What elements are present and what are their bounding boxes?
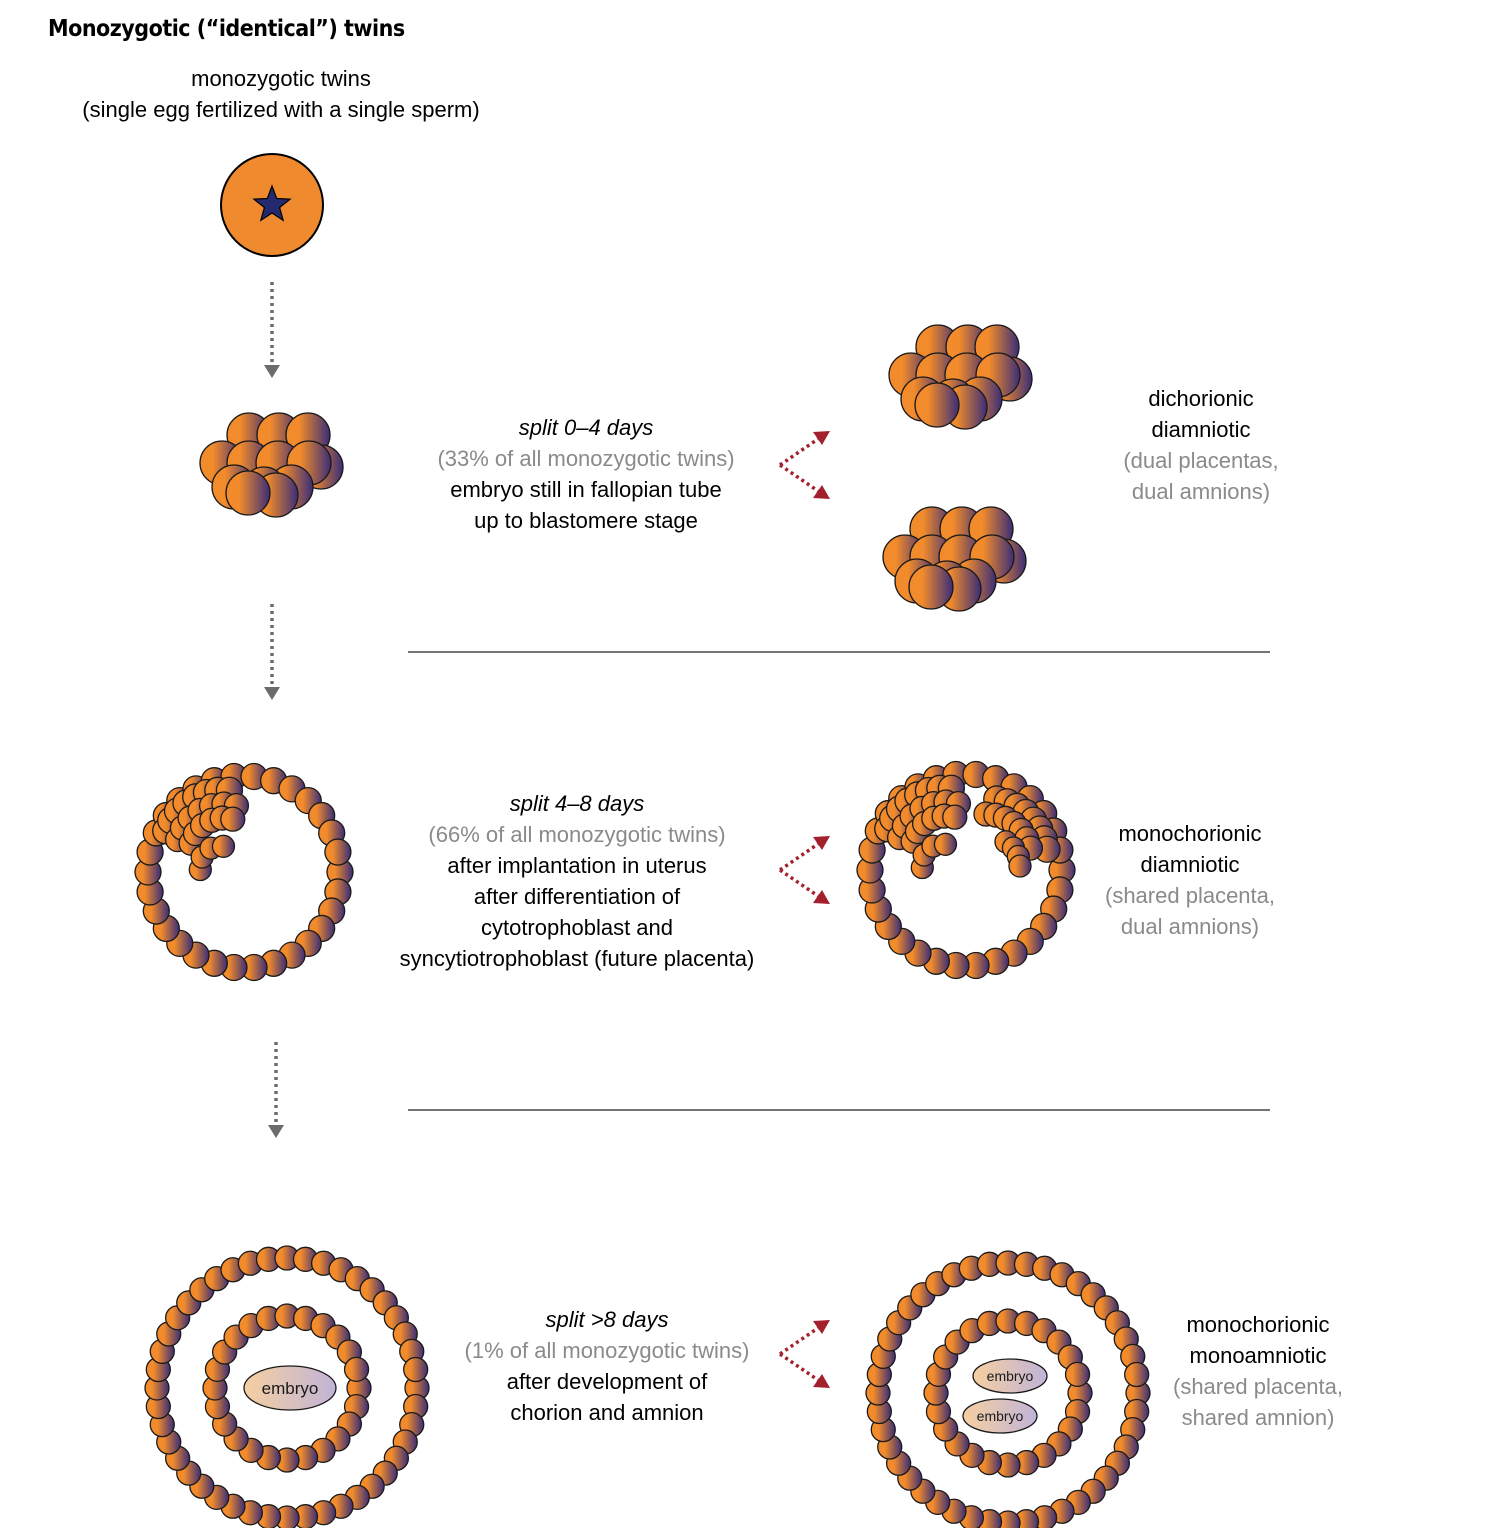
morula-stage-1 bbox=[199, 412, 344, 518]
morula-cell bbox=[908, 564, 954, 610]
embryo-label: embryo bbox=[262, 1379, 319, 1398]
split-label: split 4–8 days bbox=[509, 791, 645, 816]
embryo-twin-1: embryo bbox=[972, 1358, 1048, 1394]
outcome-amnion: monoamniotic bbox=[1189, 1343, 1327, 1368]
stage-middle-text: split 4–8 days (66% of all monozygotic t… bbox=[400, 788, 755, 974]
share-label: (66% of all monozygotic twins) bbox=[428, 822, 726, 847]
outcome-note: (shared placenta, bbox=[1173, 1374, 1343, 1399]
flow-arrow-2-head bbox=[264, 687, 280, 700]
flow-arrow-3-head bbox=[268, 1125, 284, 1138]
outcome-middle: monochorionic diamniotic (shared placent… bbox=[1105, 818, 1275, 942]
embryo-twin-2: embryo bbox=[962, 1398, 1038, 1434]
intro-text: monozygotic twins (single egg fertilized… bbox=[82, 63, 479, 125]
description-line: syncytiotrophoblast (future placenta) bbox=[399, 946, 755, 971]
outcome-note: dual amnions) bbox=[1131, 479, 1271, 504]
page-title: Monozygotic (“identical”) twins bbox=[48, 16, 405, 42]
intro-line-1: monozygotic twins bbox=[191, 66, 371, 91]
description-line: up to blastomere stage bbox=[474, 508, 698, 533]
blastocyst-twin bbox=[856, 760, 1076, 980]
outcome-note: (dual placentas, bbox=[1123, 448, 1279, 473]
amnion-cell bbox=[343, 1356, 370, 1383]
outcome-note: dual amnions) bbox=[1120, 914, 1260, 939]
morula-cell bbox=[914, 382, 960, 428]
description-line: after differentiation of bbox=[473, 884, 681, 909]
split-label: split 0–4 days bbox=[518, 415, 654, 440]
inner-mass-cell bbox=[211, 834, 236, 858]
outcome-chorion: monochorionic bbox=[1186, 1312, 1330, 1337]
share-label: (33% of all monozygotic twins) bbox=[437, 446, 735, 471]
stage-early-text: split 0–4 days (33% of all monozygotic t… bbox=[437, 412, 734, 536]
split-arrow-1 bbox=[779, 431, 830, 499]
flow-arrow-1-head bbox=[264, 365, 280, 378]
inner-mass-cell bbox=[942, 804, 968, 830]
outcome-chorion: dichorionic bbox=[1148, 386, 1254, 411]
description-line: after development of bbox=[506, 1369, 708, 1394]
split-arrow-2 bbox=[779, 836, 830, 904]
outcome-amnion: diamniotic bbox=[1140, 852, 1240, 877]
description-line: embryo still in fallopian tube bbox=[450, 477, 722, 502]
chorion-cell bbox=[403, 1356, 429, 1383]
star-icon bbox=[252, 184, 292, 222]
embryo-label: embryo bbox=[987, 1368, 1034, 1384]
morula-twin-2 bbox=[882, 506, 1027, 612]
inner-mass-cell bbox=[933, 832, 958, 856]
intro-line-2: (single egg fertilized with a single spe… bbox=[82, 97, 480, 122]
zygote-cell bbox=[220, 153, 324, 257]
description-line: cytotrophoblast and bbox=[480, 915, 674, 940]
chorion-stage-3 bbox=[144, 1245, 430, 1528]
outcome-chorion: monochorionic bbox=[1118, 821, 1262, 846]
amnion-cell bbox=[1064, 1361, 1091, 1388]
blastocyst-stage-2 bbox=[134, 762, 354, 982]
trophoblast-cell bbox=[324, 838, 352, 866]
morula-twin-1 bbox=[888, 324, 1033, 430]
outcome-early: dichorionic diamniotic (dual placentas, … bbox=[1123, 383, 1278, 507]
description-line: chorion and amnion bbox=[510, 1400, 704, 1425]
share-label: (1% of all monozygotic twins) bbox=[464, 1338, 750, 1363]
stage-late-text: split >8 days (1% of all monozygotic twi… bbox=[465, 1304, 750, 1428]
outcome-amnion: diamniotic bbox=[1151, 417, 1251, 442]
outcome-note: shared amnion) bbox=[1181, 1405, 1335, 1430]
embryo-single: embryo bbox=[243, 1365, 337, 1411]
inner-mass-cell bbox=[1008, 854, 1032, 878]
chorion-cell bbox=[1124, 1361, 1150, 1388]
split-arrow-3 bbox=[779, 1320, 830, 1388]
embryo-label: embryo bbox=[977, 1408, 1024, 1424]
outcome-note: (shared placenta, bbox=[1105, 883, 1275, 908]
morula-cell bbox=[225, 470, 271, 516]
outcome-late: monochorionic monoamniotic (shared place… bbox=[1173, 1309, 1343, 1433]
chorion-twin bbox=[865, 1250, 1151, 1528]
inner-mass-cell bbox=[220, 806, 246, 832]
split-label: split >8 days bbox=[545, 1307, 669, 1332]
description-line: after implantation in uterus bbox=[447, 853, 707, 878]
